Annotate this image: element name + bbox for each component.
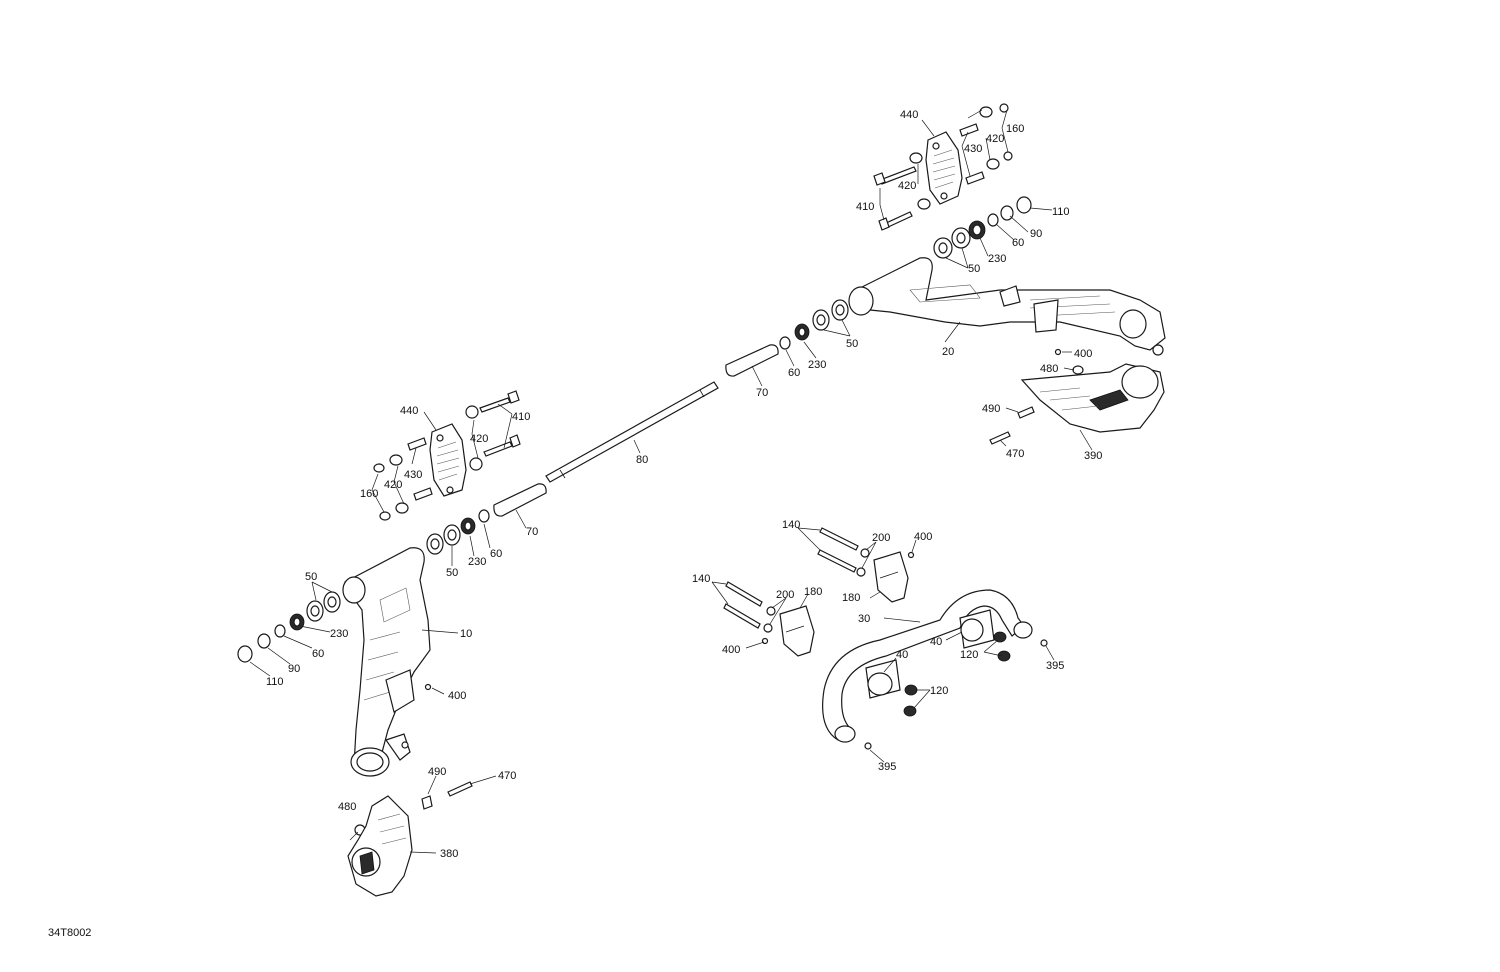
left-a-arm	[342, 547, 431, 777]
callout-420: 420	[384, 479, 402, 491]
callout-140: 140	[782, 519, 800, 531]
callout-490: 490	[982, 403, 1000, 415]
callout-400: 400	[1074, 348, 1092, 360]
callout-400: 400	[722, 644, 740, 656]
callout-380: 380	[440, 848, 458, 860]
callout-70: 70	[526, 526, 538, 538]
callout-140: 140	[692, 573, 710, 585]
callout-490: 490	[428, 766, 446, 778]
left-skid-plate	[347, 795, 413, 897]
upper-right-washer-stack	[933, 196, 1032, 259]
upper-right-bracket-group	[873, 103, 1013, 231]
callout-120: 120	[960, 649, 978, 661]
callout-395: 395	[1046, 660, 1064, 672]
callout-180: 180	[804, 586, 822, 598]
callout-470: 470	[1006, 448, 1024, 460]
callout-410: 410	[512, 411, 530, 423]
left-lower-hardware	[354, 683, 473, 836]
callout-230: 230	[330, 628, 348, 640]
callout-180: 180	[842, 592, 860, 604]
right-skid-plate	[989, 348, 1165, 445]
callout-395: 395	[878, 761, 896, 773]
callout-420: 420	[986, 133, 1004, 145]
drawing-reference-code: 34T8002	[48, 927, 92, 939]
sway-bar-brackets	[723, 527, 915, 657]
callout-60: 60	[312, 648, 324, 660]
callout-50: 50	[446, 567, 458, 579]
callout-70: 70	[756, 387, 768, 399]
sleeve-70-upper	[725, 344, 779, 377]
callout-420: 420	[470, 433, 488, 445]
callout-160: 160	[1006, 123, 1024, 135]
callout-400: 400	[448, 690, 466, 702]
callout-420: 420	[898, 180, 916, 192]
callout-200: 200	[776, 589, 794, 601]
callout-430: 430	[404, 469, 422, 481]
callout-470: 470	[498, 770, 516, 782]
callout-50: 50	[305, 571, 317, 583]
right-a-arm	[848, 257, 1166, 356]
callout-90: 90	[288, 663, 300, 675]
callout-50: 50	[846, 338, 858, 350]
left-pivot-washers	[426, 509, 490, 555]
callout-80: 80	[636, 454, 648, 466]
callout-430: 430	[964, 143, 982, 155]
callout-60: 60	[788, 367, 800, 379]
callout-480: 480	[1040, 363, 1058, 375]
callout-410: 410	[856, 201, 874, 213]
callout-480: 480	[338, 801, 356, 813]
callout-90: 90	[1030, 228, 1042, 240]
callout-40: 40	[896, 649, 908, 661]
callout-230: 230	[988, 253, 1006, 265]
right-pivot-washers	[779, 299, 849, 350]
callout-50: 50	[968, 263, 980, 275]
callout-390: 390	[1084, 450, 1102, 462]
callout-200: 200	[872, 532, 890, 544]
callout-110: 110	[1052, 206, 1070, 218]
callout-440: 440	[400, 405, 418, 417]
callout-230: 230	[808, 359, 826, 371]
pivot-shaft	[545, 381, 719, 483]
callout-440: 440	[900, 109, 918, 121]
callout-60: 60	[490, 548, 502, 560]
sleeve-70-lower	[493, 483, 547, 517]
callout-110: 110	[266, 676, 284, 688]
sway-bar-assembly	[822, 589, 1048, 750]
lower-left-bracket-group	[373, 390, 521, 521]
leader-lines	[249, 109, 1093, 854]
callout-10: 10	[460, 628, 472, 640]
callout-230: 230	[468, 556, 486, 568]
callout-160: 160	[360, 488, 378, 500]
callout-400: 400	[914, 531, 932, 543]
callout-labels: 440 420 160 430 420 410 110 90 60 230 50…	[266, 109, 1102, 860]
callout-30: 30	[858, 613, 870, 625]
callout-40: 40	[930, 636, 942, 648]
callout-120: 120	[930, 685, 948, 697]
callout-60: 60	[1012, 237, 1024, 249]
left-outer-washer-stack	[237, 591, 341, 663]
callout-20: 20	[942, 346, 954, 358]
